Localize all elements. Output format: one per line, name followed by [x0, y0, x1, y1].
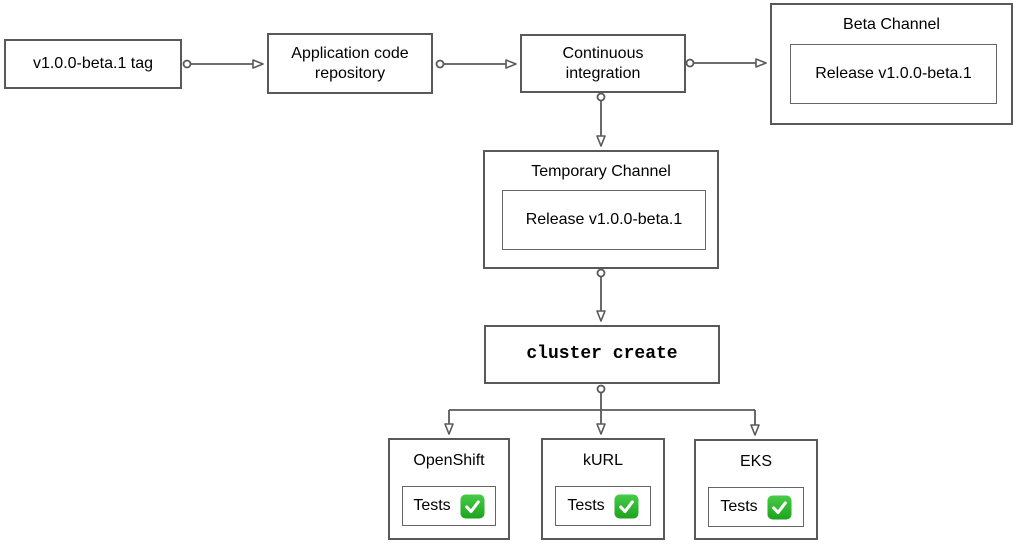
- group-beta-channel: Beta Channel Release v1.0.0-beta.1: [770, 3, 1013, 125]
- node-app-code-repository-label: Application code repository: [291, 44, 409, 82]
- eks-title: EKS: [739, 453, 772, 470]
- target-eks: EKS Tests: [694, 439, 818, 540]
- kurl-tests-box: Tests: [555, 486, 651, 526]
- connector-source-dot: [182, 59, 192, 69]
- node-cluster-create: cluster create: [484, 325, 720, 384]
- node-version-tag-label: v1.0.0-beta.1 tag: [32, 55, 154, 72]
- eks-tests-box: Tests: [708, 487, 804, 527]
- connector-source-dot: [596, 384, 606, 394]
- openshift-tests-box: Tests: [402, 486, 496, 526]
- temporary-channel-release-label: Release v1.0.0-beta.1: [525, 211, 683, 228]
- node-continuous-integration-label: Continuous integration: [562, 44, 644, 82]
- openshift-tests-label: Tests: [413, 497, 451, 514]
- connector-source-dot: [435, 59, 445, 69]
- node-cluster-create-label: cluster create: [526, 344, 678, 365]
- beta-channel-title: Beta Channel: [843, 16, 940, 33]
- connector-source-dot: [685, 58, 695, 68]
- group-temporary-channel: Temporary Channel Release v1.0.0-beta.1: [483, 150, 719, 269]
- node-app-code-repository: Application code repository: [267, 33, 433, 94]
- connectors: [182, 58, 767, 436]
- connector-source-dot: [596, 268, 606, 278]
- kurl-tests-label: Tests: [567, 497, 605, 514]
- temporary-channel-release-box: Release v1.0.0-beta.1: [502, 190, 706, 250]
- beta-channel-release-label: Release v1.0.0-beta.1: [815, 65, 972, 82]
- target-openshift: OpenShift Tests: [388, 438, 510, 540]
- check-mark-icon: [767, 494, 792, 520]
- openshift-title: OpenShift: [413, 452, 485, 469]
- check-mark-icon: [614, 493, 639, 519]
- target-kurl: kURL Tests: [541, 438, 665, 540]
- temporary-channel-title: Temporary Channel: [531, 163, 671, 180]
- eks-tests-label: Tests: [720, 498, 758, 515]
- node-continuous-integration: Continuous integration: [520, 34, 686, 93]
- connector-source-dot: [596, 92, 606, 102]
- kurl-title: kURL: [582, 452, 623, 469]
- beta-channel-release-box: Release v1.0.0-beta.1: [790, 44, 997, 104]
- node-version-tag: v1.0.0-beta.1 tag: [4, 39, 182, 89]
- check-mark-icon: [460, 493, 485, 519]
